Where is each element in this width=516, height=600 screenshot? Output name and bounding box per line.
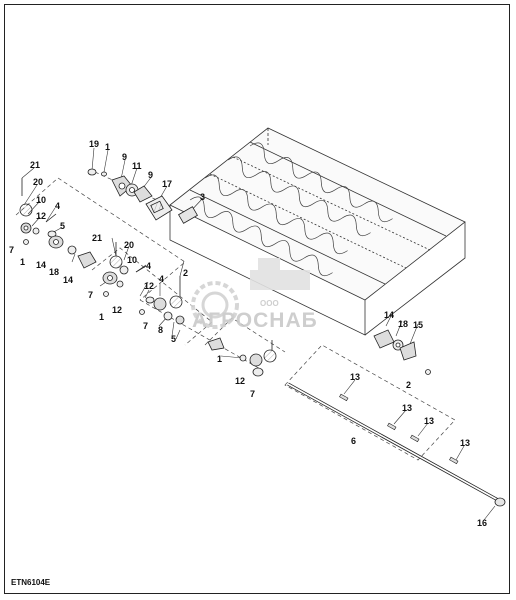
callout: 9: [122, 152, 127, 162]
callout: 7: [250, 389, 255, 399]
callout: 19: [89, 139, 99, 149]
callout-labels: 19 1 9 11 9 17 3 21 20 10 4 12 5 7 1 21 …: [9, 139, 487, 528]
callout: 8: [158, 325, 163, 335]
callout: 13: [402, 403, 412, 413]
callout: 15: [413, 320, 423, 330]
watermark-small-text: ООО: [260, 299, 279, 308]
callout: 11: [132, 161, 142, 171]
callout: 20: [33, 177, 43, 187]
drive-shaft: [287, 382, 506, 507]
callout: 7: [88, 290, 93, 300]
callout: 9: [148, 170, 153, 180]
callout: 14: [384, 310, 394, 320]
callout: 14: [63, 275, 73, 285]
callout: 21: [92, 233, 102, 243]
callout: 17: [162, 179, 172, 189]
auger-flights: [189, 142, 393, 277]
callout: 6: [351, 436, 356, 446]
callout: 5: [60, 221, 65, 231]
callout: 16: [477, 518, 487, 528]
callout: 12: [235, 376, 245, 386]
callout: 14: [36, 260, 46, 270]
callout: 1: [20, 257, 25, 267]
callout: 3: [200, 192, 205, 202]
callout: 13: [424, 416, 434, 426]
figure-code: ETN6104E: [11, 578, 51, 587]
callout: 4: [159, 274, 164, 284]
callout: 7: [9, 245, 14, 255]
callout: 13: [460, 438, 470, 448]
callout: 1: [99, 312, 104, 322]
watermark-large-text: АГРОСНАБ: [192, 309, 318, 332]
hardware-parts: [19, 168, 431, 377]
callout: 20: [124, 240, 134, 250]
callout: 13: [350, 372, 360, 382]
auger-housing: [169, 127, 466, 336]
callout: 12: [36, 211, 46, 221]
callout: 4: [146, 261, 151, 271]
callout: 2: [406, 380, 411, 390]
watermark: ООО АГРОСНАБ: [191, 258, 318, 332]
callout: 18: [398, 319, 408, 329]
leader-lines: [21, 147, 496, 521]
callout: 12: [112, 305, 122, 315]
callout: 4: [55, 201, 60, 211]
callout: 5: [171, 334, 176, 344]
callout: 2: [183, 268, 188, 278]
callout: 1: [105, 142, 110, 152]
callout: 21: [30, 160, 40, 170]
callout: 12: [144, 281, 154, 291]
diagram-frame: [4, 4, 510, 594]
callout: 7: [143, 321, 148, 331]
callout: 18: [49, 267, 59, 277]
callout: 10: [127, 255, 137, 265]
callout: 1: [217, 354, 222, 364]
callout: 10: [36, 195, 46, 205]
